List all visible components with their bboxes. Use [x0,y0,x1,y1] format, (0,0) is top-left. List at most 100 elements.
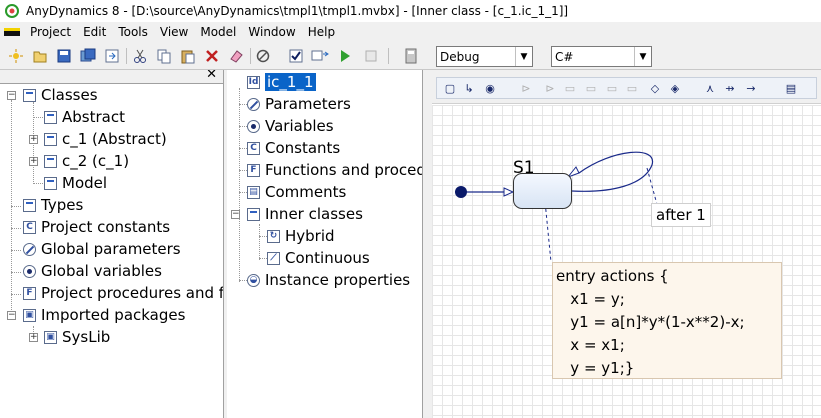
tree-item-constants[interactable]: C Constants [247,137,340,159]
class-folder-icon [247,207,260,221]
expand-classes-toggle[interactable]: − [7,90,16,100]
decision-tool-icon[interactable]: ◈ [670,81,680,95]
arrow-head-icon [503,187,515,197]
menu-view[interactable]: View [159,25,189,39]
check-model-icon[interactable] [287,47,305,65]
hybrid-icon: ↻ [267,229,280,243]
cut-icon[interactable] [131,47,149,65]
junction-tool-icon[interactable]: ⊳ [521,81,531,95]
sync-tool-icon[interactable]: ▭ [585,81,597,95]
diagram-editor: ▢ ↳ ◉ ⊳ ⊳ ▭ ▭ ▭ ▭ ◇ ◈ ⋏ ⇸ → ▤ [432,70,821,418]
variable-icon [247,119,260,133]
transition-label[interactable]: after 1 [651,203,711,227]
tree-item-global-parameters[interactable]: Global parameters [23,238,181,260]
self-loop-transition[interactable] [571,151,653,192]
state-tool-icon[interactable]: ▢ [444,81,456,95]
stop-icon[interactable] [362,47,380,65]
tree-item-model[interactable]: Model [44,172,107,194]
open-icon[interactable] [31,47,49,65]
tree-item-global-variables[interactable]: Global variables [23,260,162,282]
export-icon[interactable] [103,47,121,65]
stop-check-icon[interactable] [254,47,272,65]
tree-item-project-procedures[interactable]: F Project procedures and functions [23,282,223,304]
close-icon[interactable]: ✕ [206,70,217,82]
function-icon: F [247,163,260,177]
expand-c2-toggle[interactable]: + [29,156,38,166]
menu-window[interactable]: Window [248,25,296,39]
language-value: C# [555,49,574,64]
tree-item-project-constants[interactable]: C Project constants [23,216,170,238]
tree-item-inner-classes[interactable]: Inner classes [247,203,363,225]
document-tool-icon[interactable]: ▤ [785,81,797,95]
new-project-icon[interactable] [7,47,25,65]
tree-item-classes[interactable]: Classes [23,84,98,106]
entry-actions-note[interactable]: entry actions { x1 = y; y1 = a[n]*y*(1-x… [552,262,782,379]
class-icon [44,154,57,168]
menu-help[interactable]: Help [307,25,336,39]
types-icon [23,198,36,212]
expand-imported-toggle[interactable]: − [7,310,16,320]
arrow-tool-icon[interactable]: → [746,81,756,95]
eraser-icon[interactable] [227,47,245,65]
tree-item-continuous[interactable]: ⟋ Continuous [267,247,370,269]
tree-item-ic-1-1[interactable]: Id ic_1_1 [247,73,316,91]
diagram-connectors [455,151,659,263]
build-icon[interactable] [311,47,329,65]
panel-header: ✕ [0,70,223,84]
tree-item-parameters[interactable]: Parameters [247,93,351,115]
tree-item-variables[interactable]: Variables [247,115,334,137]
tree-item-hybrid[interactable]: ↻ Hybrid [267,225,335,247]
tree-item-comments[interactable]: ▤ Comments [247,181,346,203]
project-tree-panel: ✕ − Classes Abstract + c_1 (Abstract) + … [0,70,224,418]
state-s1[interactable] [513,173,572,209]
tree-item-syslib[interactable]: ▣ SysLib [44,326,110,348]
fork-tool-icon[interactable]: ⊳ [545,81,555,95]
final-tool-icon[interactable]: ▭ [606,81,618,95]
expand-inner-classes-toggle[interactable]: − [231,209,240,219]
tree-item-types[interactable]: Types [23,194,83,216]
delete-icon[interactable] [203,47,221,65]
chevron-down-icon[interactable]: ▼ [515,47,532,66]
package-icon: ▣ [23,308,36,322]
language-select[interactable]: C# ▼ [551,46,652,67]
package-icon: ▣ [44,330,57,344]
tree-item-c1[interactable]: c_1 (Abstract) [44,128,167,150]
diagram-canvas[interactable]: S1 after 1 entry actions { x1 = y; y1 = … [432,105,821,418]
merge-tool-icon[interactable]: ⇸ [725,81,735,95]
save-all-icon[interactable] [79,47,97,65]
tree-item-functions[interactable]: F Functions and procedures [247,159,422,181]
diagram-toolbar: ▢ ↳ ◉ ⊳ ⊳ ▭ ▭ ▭ ▭ ◇ ◈ ⋏ ⇸ → ▤ [432,70,821,104]
expand-syslib-toggle[interactable]: + [29,332,38,342]
constant-icon: C [247,141,260,155]
initial-state-dot[interactable] [455,186,467,198]
element-tree-panel: Id ic_1_1 Parameters Variables C Constan… [227,70,423,418]
calculator-icon[interactable] [402,47,420,65]
terminate-tool-icon[interactable]: ▭ [626,81,638,95]
menu-tools[interactable]: Tools [118,25,148,39]
transition-tool-icon[interactable]: ↳ [464,81,474,95]
comment-icon: ▤ [247,185,260,199]
function-icon: F [23,286,36,300]
expand-c1-toggle[interactable]: + [29,134,38,144]
run-icon[interactable] [336,47,354,65]
initial-state-tool-icon[interactable]: ◉ [485,81,495,95]
chevron-down-icon[interactable]: ▼ [634,47,651,66]
branch-tool-icon[interactable]: ⋏ [705,81,715,95]
menu-model[interactable]: Model [200,25,237,39]
copy-icon[interactable] [155,47,173,65]
menu-project[interactable]: Project [30,25,72,39]
paste-icon[interactable] [179,47,197,65]
title-bar[interactable]: AnyDynamics 8 - [D:\source\AnyDynamics\t… [0,0,821,22]
history-tool-icon[interactable]: ▭ [564,81,576,95]
tree-item-imported-packages[interactable]: ▣ Imported packages [23,304,185,326]
tree-item-abstract[interactable]: Abstract [44,106,125,128]
tree-item-instance-properties[interactable]: ◒ Instance properties [247,269,410,291]
menu-edit[interactable]: Edit [83,25,107,39]
choice-tool-icon[interactable]: ◇ [650,81,660,95]
configuration-select[interactable]: Debug ▼ [436,46,533,67]
project-menu-icon [4,28,20,36]
parameter-icon [247,97,260,111]
parameter-icon [23,242,36,256]
tree-item-c2[interactable]: c_2 (c_1) [44,150,129,172]
save-icon[interactable] [55,47,73,65]
